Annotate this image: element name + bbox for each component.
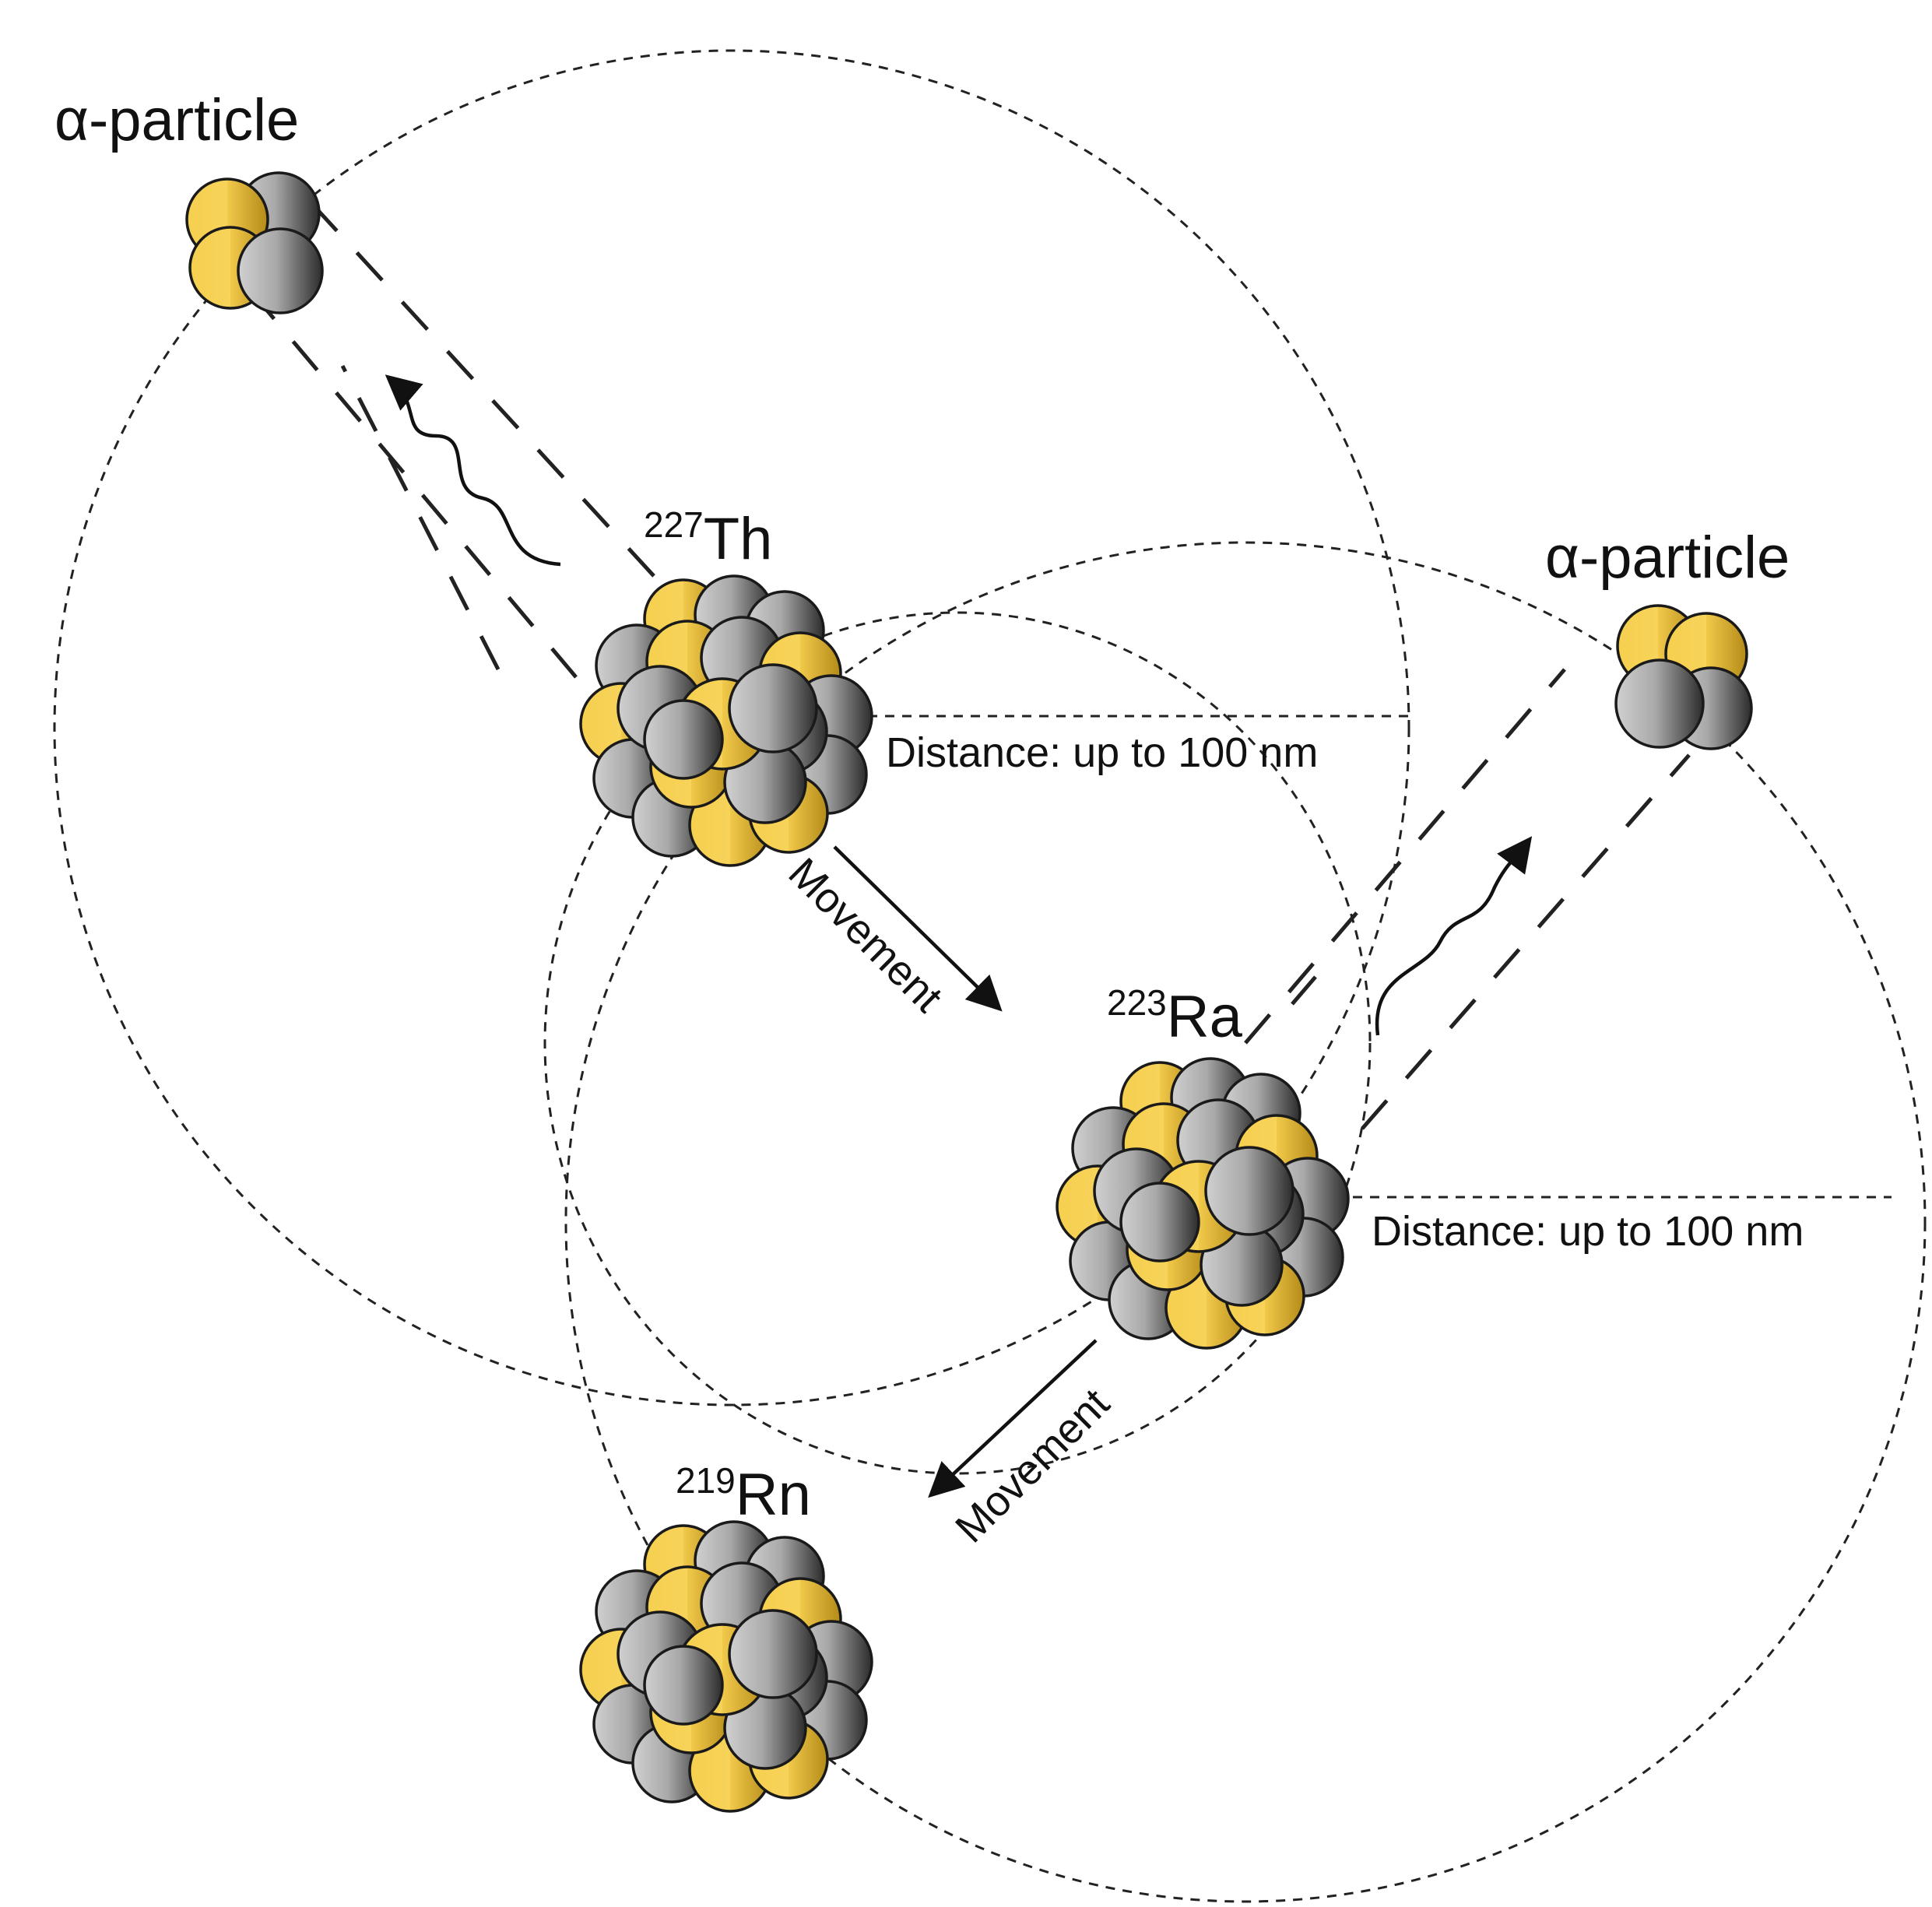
movement-label-2: Movement — [947, 1380, 1119, 1552]
radium-mass: 223 — [1107, 982, 1167, 1023]
radon-nucleus — [579, 1520, 873, 1813]
movement-arrow-1 — [833, 845, 1003, 1012]
neutron-sphere — [728, 1609, 818, 1699]
alpha-trail-1a — [220, 255, 578, 679]
wavy-arrow-1 — [385, 374, 561, 567]
radium-range-circle — [564, 541, 1927, 1903]
neutron-sphere — [728, 663, 818, 753]
alpha-trail-2b — [1361, 753, 1691, 1130]
radium-label: 223Ra — [1107, 982, 1243, 1050]
thorium-mass: 227 — [644, 504, 704, 545]
thorium-range-circle — [53, 49, 1410, 1407]
thorium-label: 227Th — [644, 504, 772, 572]
radon-mass: 219 — [676, 1460, 736, 1501]
range-circles — [53, 49, 1927, 1903]
distance-label-ra: Distance: up to 100 nm — [1372, 1208, 1804, 1255]
alpha-particle-label-1: α-particle — [54, 87, 299, 153]
trails — [220, 193, 1691, 1130]
alpha-particle-label-2: α-particle — [1545, 525, 1790, 591]
radon-range-circle — [543, 611, 1372, 1475]
radon-label: 219Rn — [676, 1460, 811, 1528]
radon-symbol: Rn — [736, 1462, 811, 1528]
radium-symbol: Ra — [1167, 984, 1243, 1050]
thorium-nucleus — [579, 574, 873, 867]
distance-label-th: Distance: up to 100 nm — [886, 729, 1318, 776]
alpha-trail-2c — [1291, 975, 1317, 1006]
alpha-trail-2a — [1244, 668, 1566, 1045]
neutron-sphere — [1119, 1182, 1200, 1263]
alpha-particle-right — [1614, 604, 1753, 750]
neutron-sphere — [643, 699, 724, 780]
alpha-trail-1c — [340, 364, 501, 671]
alpha-particle-top-left — [185, 171, 324, 314]
thorium-symbol: Th — [704, 506, 773, 572]
alpha-trail-1b — [302, 193, 655, 578]
movement-arrow-2 — [928, 1339, 1098, 1498]
neutron-sphere — [643, 1645, 724, 1726]
wavy-arrow-2 — [1375, 836, 1533, 1036]
radium-nucleus — [1056, 1057, 1350, 1350]
neutron-sphere — [1204, 1146, 1294, 1236]
